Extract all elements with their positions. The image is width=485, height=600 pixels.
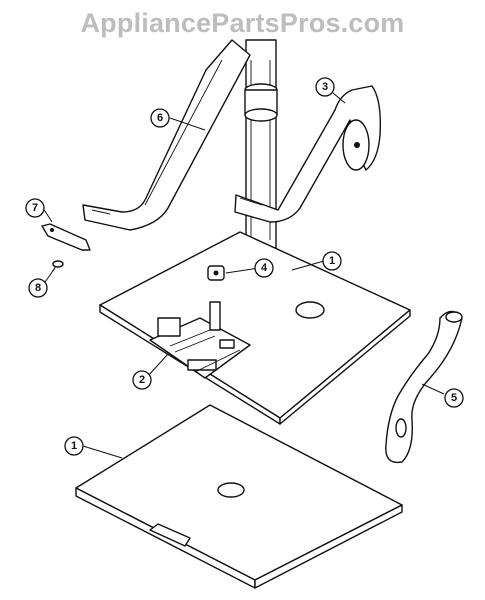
watermark-logo: AppliancePartsPros.com	[80, 8, 405, 38]
svg-text:2: 2	[139, 374, 145, 386]
callout-1-bottom: 1	[64, 436, 84, 456]
callout-5: 5	[444, 388, 464, 408]
part-6-hose	[82, 39, 251, 231]
callout-4: 4	[254, 258, 274, 278]
part-4-switch	[207, 265, 225, 281]
part-1-lower-panel	[75, 404, 403, 589]
part-3-hose	[234, 85, 382, 223]
part-5-hose	[385, 310, 463, 464]
callout-7: 7	[25, 198, 45, 218]
svg-text:7: 7	[32, 202, 38, 214]
svg-text:8: 8	[35, 282, 41, 294]
callout-3: 3	[315, 77, 335, 97]
callout-8: 8	[28, 278, 48, 298]
part-1-upper-panel	[99, 231, 411, 425]
vertical-tube	[244, 39, 278, 251]
svg-text:3: 3	[322, 81, 328, 93]
svg-text:5: 5	[451, 392, 457, 404]
callout-6: 6	[150, 108, 170, 128]
svg-text:1: 1	[71, 440, 77, 452]
svg-text:4: 4	[261, 262, 268, 274]
svg-text:1: 1	[329, 255, 335, 267]
svg-text:6: 6	[157, 112, 163, 124]
part-7-bracket	[41, 223, 91, 251]
leader-lines	[42, 92, 445, 459]
callout-1-top: 1	[322, 251, 342, 271]
callout-2: 2	[132, 370, 152, 390]
part-2-control-board	[149, 301, 251, 379]
